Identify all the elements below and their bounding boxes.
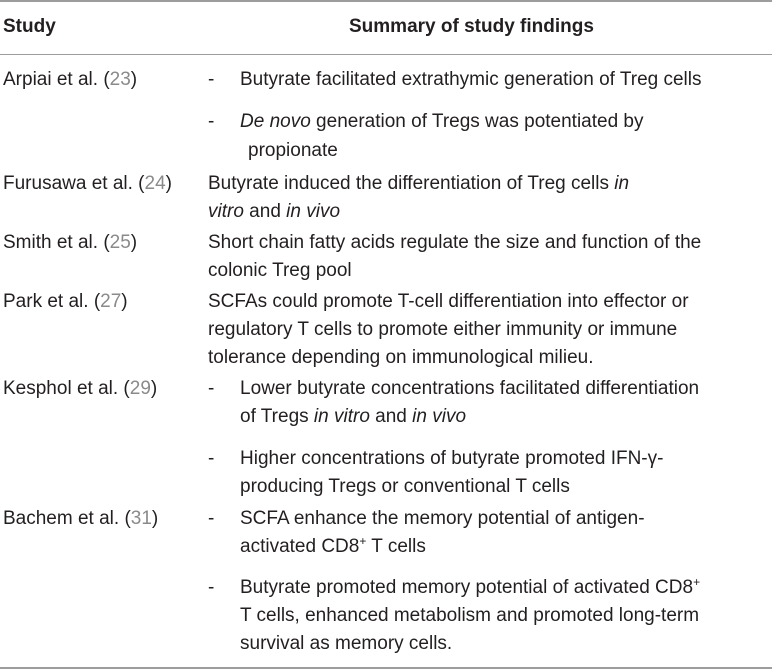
author: Park et al. xyxy=(3,291,89,312)
top-rule xyxy=(0,0,772,2)
bullet-dash: - xyxy=(208,577,215,598)
reference-link[interactable]: 23 xyxy=(109,69,131,90)
finding-text: Butyrate promoted memory potential of ac… xyxy=(240,575,701,598)
finding-text: Butyrate induced the differentiation of … xyxy=(208,173,630,194)
study-bachem: Bachem et al. (31) xyxy=(3,508,159,529)
bottom-rule xyxy=(0,667,772,669)
finding-text: propionate xyxy=(248,140,338,161)
finding-text: tolerance depending on immunological mil… xyxy=(208,347,594,368)
finding-text: producing Tregs or conventional T cells xyxy=(240,476,570,497)
finding-text: survival as memory cells. xyxy=(240,633,453,654)
reference-link[interactable]: 27 xyxy=(100,291,122,312)
finding-text: activated CD8+ T cells xyxy=(240,534,426,557)
author: Bachem et al. xyxy=(3,508,120,529)
bullet-dash: - xyxy=(208,69,215,90)
author: Furusawa et al. xyxy=(3,173,133,194)
reference-link[interactable]: 31 xyxy=(130,508,152,529)
finding-text: SCFA enhance the memory potential of ant… xyxy=(240,508,645,529)
finding-text: Higher concentrations of butyrate promot… xyxy=(240,448,664,469)
finding-text: colonic Treg pool xyxy=(208,260,352,281)
finding-text: T cells, enhanced metabolism and promote… xyxy=(240,605,700,626)
header-rule xyxy=(0,54,772,55)
bullet-dash: - xyxy=(208,508,215,529)
bullet-dash: - xyxy=(208,111,215,132)
author: Smith et al. xyxy=(3,232,99,253)
reference-link[interactable]: 25 xyxy=(109,232,131,253)
study-smith: Smith et al. (25) xyxy=(3,232,138,253)
bullet-dash: - xyxy=(208,448,215,469)
header-summary: Summary of study findings xyxy=(349,16,594,37)
finding-text: SCFAs could promote T-cell differentiati… xyxy=(208,291,689,312)
study-park: Park et al. (27) xyxy=(3,291,128,312)
reference-link[interactable]: 29 xyxy=(129,378,151,399)
finding-text: of Tregs in vitro and in vivo xyxy=(240,406,467,427)
finding-text: regulatory T cells to promote either imm… xyxy=(208,319,678,340)
reference-link[interactable]: 24 xyxy=(144,173,166,194)
bullet-dash: - xyxy=(208,378,215,399)
finding-text: Short chain fatty acids regulate the siz… xyxy=(208,232,702,253)
author: Arpiai et al. xyxy=(3,69,99,90)
finding-text: Butyrate facilitated extrathymic generat… xyxy=(240,69,702,90)
study-furusawa: Furusawa et al. (24) xyxy=(3,173,172,194)
author: Kesphol et al. xyxy=(3,378,119,399)
study-kesphol: Kesphol et al. (29) xyxy=(3,378,158,399)
study-arpiai: Arpiai et al. (23) xyxy=(3,69,138,90)
finding-text: Lower butyrate concentrations facilitate… xyxy=(240,378,700,399)
finding-text: vitro and in vivo xyxy=(208,201,341,222)
header-study: Study xyxy=(3,16,56,37)
finding-text: De novo generation of Tregs was potentia… xyxy=(240,111,644,132)
